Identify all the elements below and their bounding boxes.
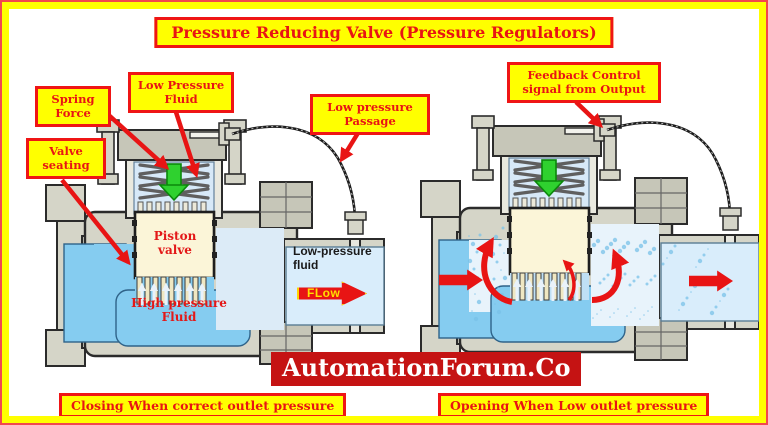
callout-spring-force: Spring Force	[35, 86, 111, 127]
callout-leader-arrow	[339, 131, 360, 163]
watermark-banner: AutomationForum.Co	[271, 352, 582, 386]
callout-feedback-control: Feedback Control signal from Output	[507, 62, 661, 103]
callout-low-pressure-fluid: Low Pressure Fluid	[128, 72, 234, 113]
callout-valve-seating: Valve seating	[26, 138, 106, 179]
callout-leader-arrow	[172, 108, 200, 179]
callout-leader-arrow	[574, 100, 604, 128]
callout-leader-arrow	[60, 178, 131, 266]
caption-opening: Opening When Low outlet pressure	[438, 393, 710, 418]
label-high-pressure-fluid: High pressure Fluid	[131, 296, 227, 325]
label-low-pressure-fluid: Low-pressure fluid	[293, 244, 372, 273]
callout-low-pressure-passage: Low pressure Passage	[310, 94, 430, 135]
label-piston-valve: Piston valve	[153, 229, 197, 258]
page-title: Pressure Reducing Valve (Pressure Regula…	[154, 17, 614, 48]
flow-arrow: FLow	[297, 281, 367, 306]
valve-open	[420, 115, 760, 363]
caption-closing: Closing When correct outlet pressure	[59, 393, 347, 418]
callout-leader-arrow	[100, 107, 170, 170]
spring-force-down-arrow-icon	[158, 163, 190, 202]
inlet-flow-arrow-icon	[439, 269, 483, 291]
spring-force-down-arrow-icon	[533, 159, 565, 198]
outlet-flow-arrow-icon	[689, 270, 733, 292]
flow-arrow-label: FLow	[307, 286, 341, 300]
